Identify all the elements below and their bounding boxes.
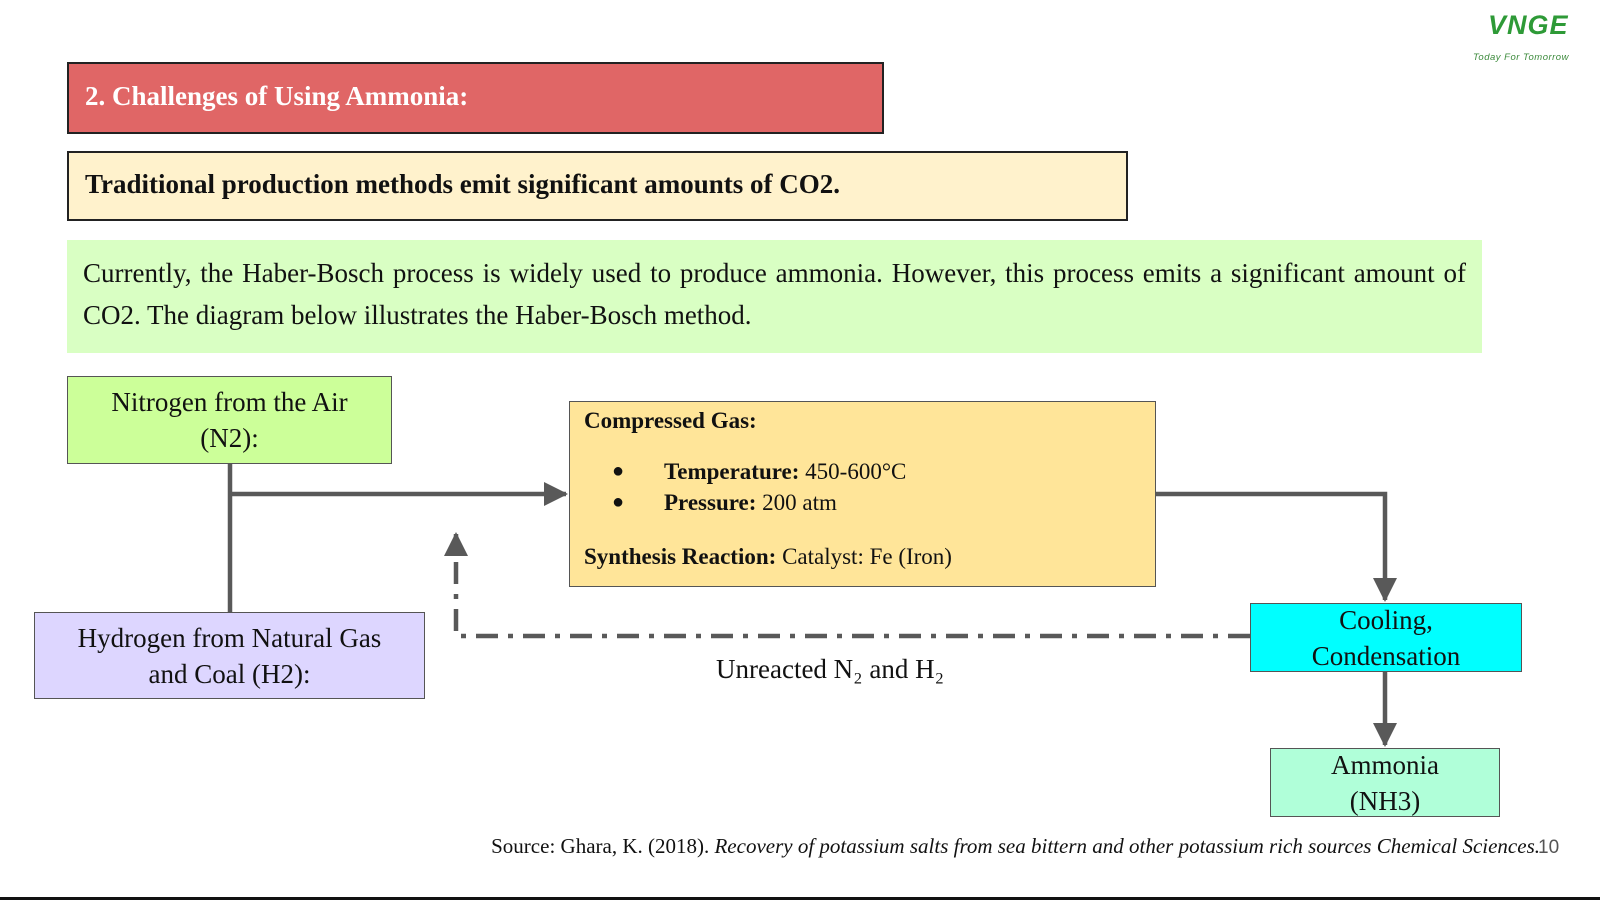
node-compressed-gas-reactor: Compressed Gas: ● Temperature: 450-600°C… — [569, 401, 1156, 587]
source-prefix: Source: Ghara, K. (2018). — [491, 834, 715, 858]
pressure-row: ● Pressure: 200 atm — [584, 487, 1141, 518]
bullet-icon: ● — [612, 460, 625, 482]
reaction-row: Synthesis Reaction: Catalyst: Fe (Iron) — [584, 544, 1141, 570]
recycle-dashed-line — [444, 532, 1250, 639]
bottom-rule — [0, 897, 1600, 900]
cooling-line2: Condensation — [1311, 640, 1461, 671]
cooling-line1: Cooling, — [1339, 604, 1433, 635]
source-citation: Source: Ghara, K. (2018). Recovery of po… — [360, 834, 1540, 859]
hydrogen-line1: Hydrogen from Natural Gas — [77, 622, 382, 653]
intro-paragraph: Currently, the Haber-Bosch process is wi… — [67, 240, 1482, 353]
ammonia-line2: (NH3) — [1349, 785, 1421, 816]
node-ammonia-output: Ammonia (NH3) — [1270, 748, 1500, 817]
nitrogen-line1: Nitrogen from the Air — [111, 387, 348, 417]
source-title: Recovery of potassium salts from sea bit… — [714, 834, 1540, 858]
ammonia-line1: Ammonia — [1331, 749, 1439, 780]
node-nitrogen-from-air: Nitrogen from the Air (N2): — [67, 376, 392, 464]
page-number: 10 — [1538, 837, 1560, 858]
reaction-label: Synthesis Reaction: — [584, 544, 777, 569]
temperature-value: 450-600°C — [799, 458, 907, 484]
temperature-row: ● Temperature: 450-600°C — [584, 456, 1141, 487]
pressure-label: Pressure: — [664, 489, 757, 515]
reactor-title: Compressed Gas: — [584, 408, 757, 433]
company-logo: VNGE — [1488, 10, 1569, 40]
temperature-label: Temperature: — [664, 458, 800, 484]
node-hydrogen-from-gas-coal: Hydrogen from Natural Gas and Coal (H2): — [34, 612, 425, 699]
logo-tagline: Today For Tomorrow — [1473, 52, 1569, 63]
reaction-value: Catalyst: Fe (Iron) — [776, 544, 952, 569]
recycle-label: Unreacted N₂ and H₂ — [716, 654, 944, 684]
key-point-box: Traditional production methods emit sign… — [67, 151, 1128, 221]
reactor-to-cooling-arrow — [1156, 491, 1397, 602]
node-cooling-condensation: Cooling, Condensation — [1250, 603, 1522, 672]
nitrogen-line2: (N2): — [200, 423, 259, 453]
hydrogen-line2: and Coal (H2): — [148, 658, 311, 689]
section-title: 2. Challenges of Using Ammonia: — [67, 62, 884, 134]
bullet-icon: ● — [612, 491, 625, 513]
pressure-value: 200 atm — [756, 489, 837, 515]
